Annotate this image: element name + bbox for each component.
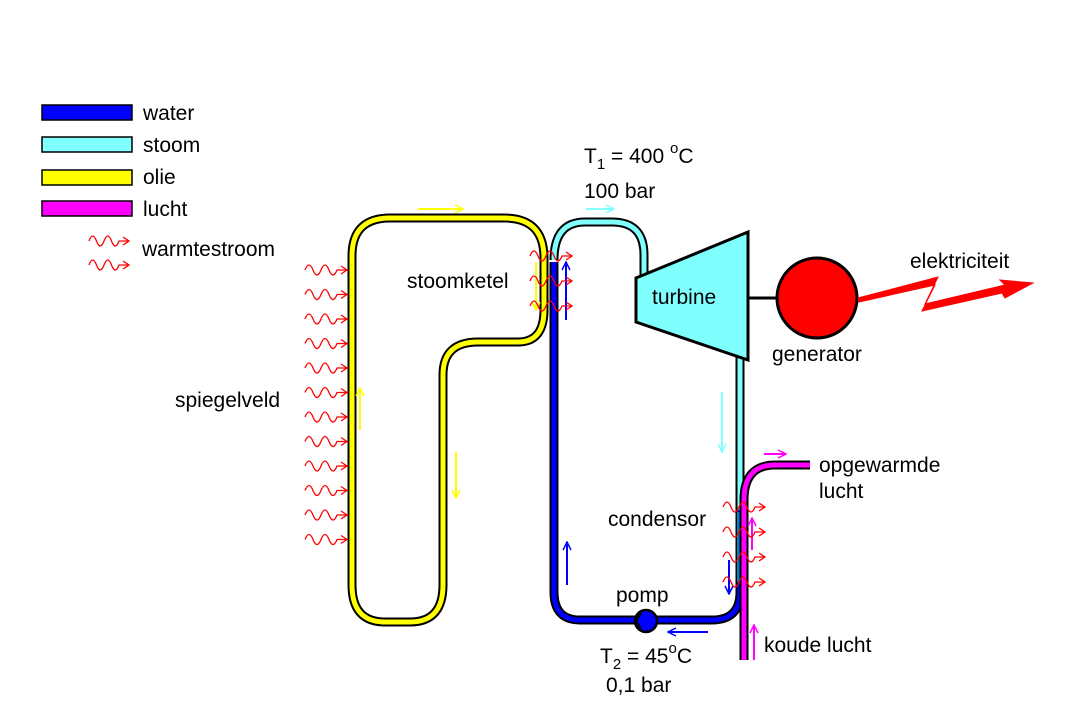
generator-label: generator — [772, 343, 862, 366]
heated-air-label-line1: opgewarmde — [819, 454, 940, 477]
heat-wave-icon — [88, 259, 131, 271]
boiler-heat-wave-icon — [529, 250, 574, 262]
t2-degree: o — [668, 640, 676, 657]
mirror-field-heat-wave-icon — [304, 460, 349, 472]
t2-value: = 45 — [621, 645, 668, 668]
condenser-heat-wave-icon — [722, 576, 767, 588]
oil-pipe — [347, 209, 549, 627]
mirror-field-heat-wave-icon — [304, 509, 349, 521]
t1-degree: o — [670, 140, 678, 157]
condenser-heat-wave-icon — [722, 501, 767, 513]
electricity-label: elektriciteit — [910, 250, 1009, 273]
turbine-label: turbine — [652, 286, 716, 309]
mirror-field-heat-wave-icon — [304, 411, 349, 423]
turbine: turbine — [634, 229, 750, 363]
air-pipe — [739, 454, 810, 660]
t1-subscript: 1 — [597, 156, 605, 173]
legend-label-warmtestroom: warmtestroom — [141, 238, 275, 261]
legend-heat-flow-icon — [88, 235, 131, 271]
mirror-field-heat-wave-icon — [304, 362, 349, 374]
boiler-heat-wave-icon — [529, 300, 574, 312]
legend-swatch-water — [41, 104, 133, 121]
t1-value: = 400 — [605, 145, 670, 168]
mirror-field-heat-wave-icon — [304, 337, 349, 350]
t1-unit: C — [678, 145, 693, 168]
mirror-field-heat-wave-icon — [304, 533, 349, 546]
electricity-bolt-icon — [857, 276, 1035, 312]
legend-swatch-lucht — [41, 200, 133, 217]
condenser-heat-wave-icon — [722, 551, 767, 563]
mirror-field-heat-wave-icon — [304, 313, 349, 325]
t2-symbol: T — [600, 645, 613, 668]
boiler-label: stoomketel — [407, 270, 509, 293]
legend-label-olie: olie — [143, 166, 176, 189]
heated-air-label-line2: lucht — [819, 480, 864, 503]
p2-label: 0,1 bar — [606, 674, 671, 697]
t1-symbol: T — [584, 145, 597, 168]
condenser-label: condensor — [608, 508, 706, 531]
legend-swatch-stoom — [41, 136, 133, 153]
mirror-field-heat-wave-icon — [304, 435, 349, 448]
mirror-field-heat-wave-icon — [304, 386, 349, 399]
mirror-field-label: spiegelveld — [175, 389, 280, 412]
pump — [633, 608, 659, 634]
heat-wave-icon — [88, 235, 131, 247]
condenser-heat-wave-icon — [722, 526, 767, 538]
svg-text:T1 = 400 oC: T1 = 400 oC — [584, 140, 694, 173]
steam-pipe — [549, 209, 745, 510]
p1-label: 100 bar — [584, 180, 655, 203]
cold-air-label: koude lucht — [764, 634, 872, 657]
pump-label: pomp — [616, 584, 669, 607]
legend-label-stoom: stoom — [143, 134, 200, 157]
legend-swatch-olie — [41, 169, 133, 186]
legend: water stoom olie lucht warmtestroom — [41, 102, 275, 271]
generator: generator — [772, 256, 862, 366]
mirror-field-heat-wave-icon — [304, 264, 349, 276]
t2-condition: T2 = 45oC 0,1 bar — [600, 640, 692, 697]
mirror-field-heat-wave-icon — [304, 484, 349, 497]
t1-condition: T1 = 400 oC 100 bar — [584, 140, 694, 203]
legend-label-water: water — [142, 102, 194, 125]
t2-subscript: 2 — [613, 656, 621, 673]
boiler-heat-wave-icon — [529, 275, 574, 287]
heat-flow-group — [304, 250, 767, 588]
svg-text:T2 = 45oC: T2 = 45oC — [600, 640, 692, 673]
legend-label-lucht: lucht — [143, 198, 188, 221]
mirror-field-heat-wave-icon — [304, 288, 349, 301]
t2-unit: C — [677, 645, 692, 668]
